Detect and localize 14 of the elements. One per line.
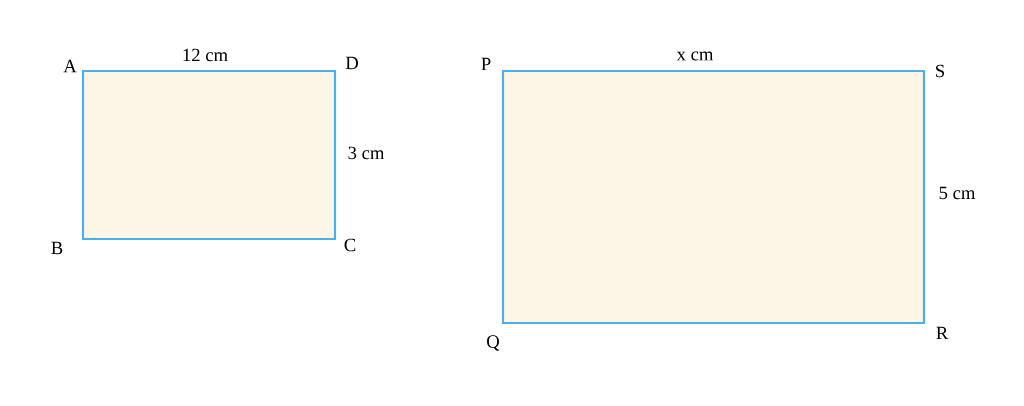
vertex-label: Q: [487, 335, 500, 351]
vertex-label: D: [345, 56, 358, 70]
dimension-label: 12 cm: [183, 48, 228, 62]
dimension-label: 5 cm: [939, 186, 976, 200]
rectangle: [501, 69, 926, 325]
dimension-label: x cm: [676, 51, 714, 61]
vertex-label: A: [63, 59, 77, 73]
vertex-label: B: [51, 241, 63, 255]
vertex-label: P: [481, 57, 491, 71]
rectangle: [81, 69, 337, 241]
vertex-label: C: [344, 238, 356, 252]
vertex-label: S: [936, 64, 945, 78]
vertex-label: R: [936, 326, 949, 340]
dimension-label: 3 cm: [348, 146, 385, 160]
